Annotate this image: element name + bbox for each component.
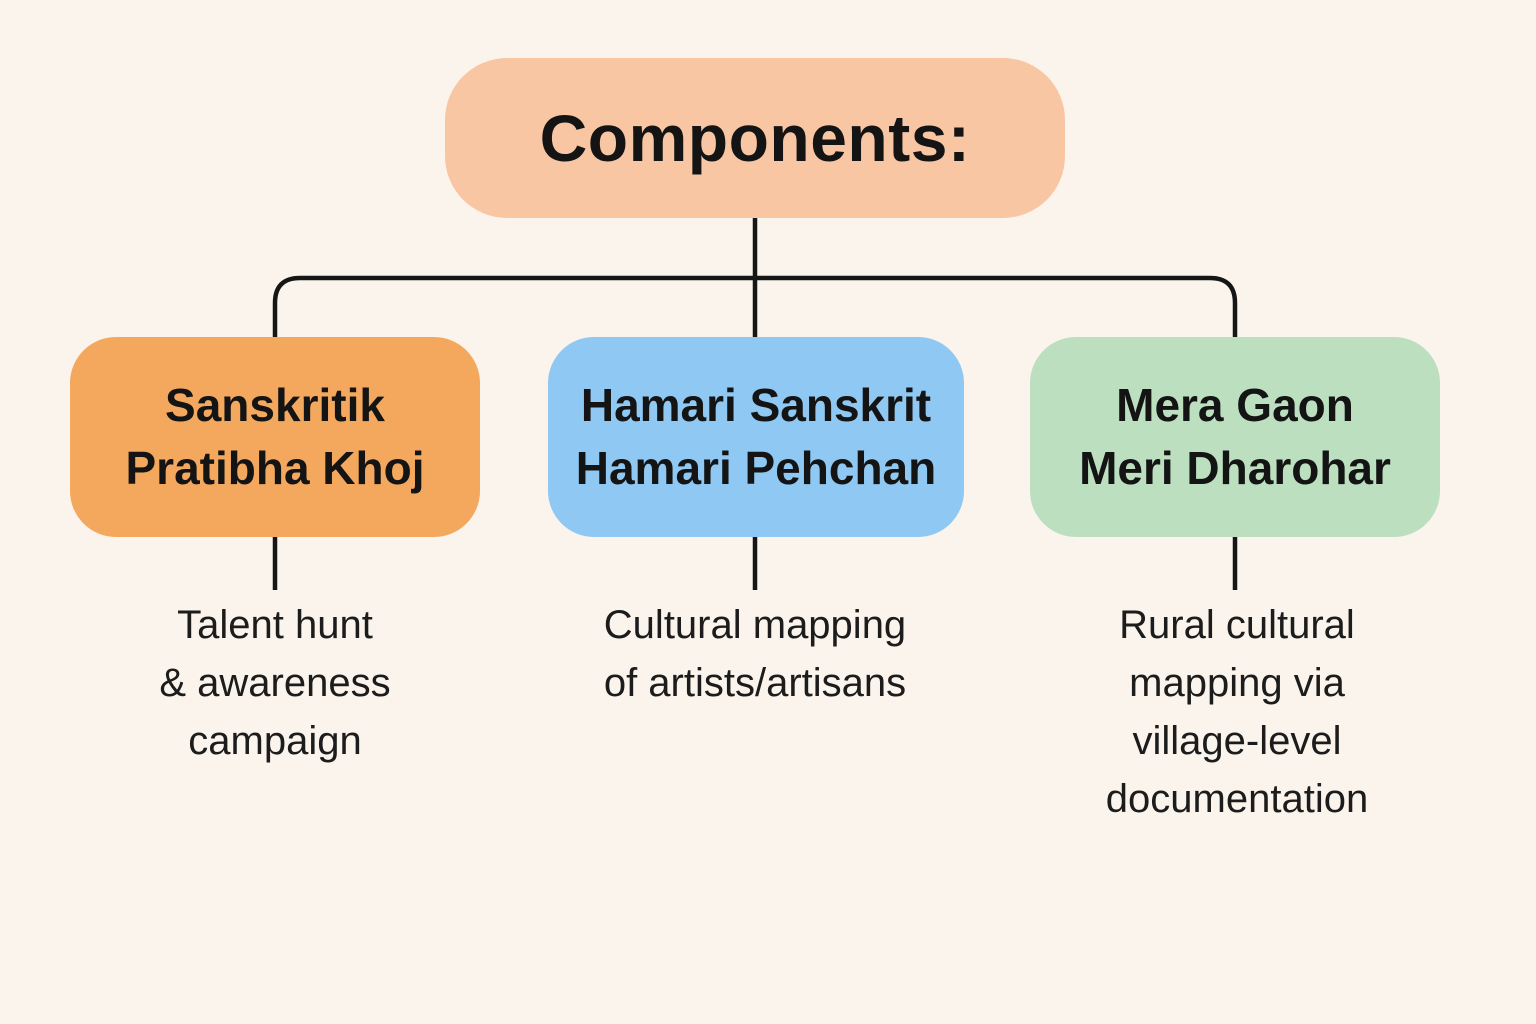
description-line: of artists/artisans	[603, 661, 907, 705]
description-line: campaign	[188, 719, 362, 763]
description-line: mapping via	[1129, 661, 1345, 705]
node-title-line: Hamari Sanskrit	[580, 379, 932, 431]
description-line: Rural cultural	[1119, 603, 1355, 647]
node-sanskritik-pratibha-khoj: Sanskritik Pratibha Khoj	[70, 337, 480, 537]
description-line: & awareness	[159, 661, 391, 705]
description-cultural-mapping: Cultural mapping of artists/artisans	[545, 596, 965, 712]
node-title-line: Sanskritik	[165, 379, 385, 431]
node-hamari-sanskrit-hamari-pehchan: Hamari Sanskrit Hamari Pehchan	[548, 337, 964, 537]
node-title: Sanskritik Pratibha Khoj	[125, 374, 424, 500]
description-line: documentation	[1105, 777, 1369, 821]
root-node-components: Components:	[445, 58, 1065, 218]
description-rural-cultural-mapping: Rural cultural mapping via village-level…	[1027, 596, 1447, 828]
node-title-line: Mera Gaon	[1116, 379, 1354, 431]
node-title-line: Meri Dharohar	[1079, 442, 1391, 494]
node-title-line: Pratibha Khoj	[125, 442, 425, 494]
description-line: Cultural mapping	[603, 603, 907, 647]
node-title: Hamari Sanskrit Hamari Pehchan	[576, 374, 936, 500]
description-line: Talent hunt	[177, 603, 373, 647]
root-node-label: Components:	[539, 101, 971, 175]
description-line: village-level	[1132, 719, 1342, 763]
node-mera-gaon-meri-dharohar: Mera Gaon Meri Dharohar	[1030, 337, 1440, 537]
node-title: Mera Gaon Meri Dharohar	[1079, 374, 1391, 500]
node-title-line: Hamari Pehchan	[575, 442, 937, 494]
description-talent-hunt: Talent hunt & awareness campaign	[65, 596, 485, 770]
